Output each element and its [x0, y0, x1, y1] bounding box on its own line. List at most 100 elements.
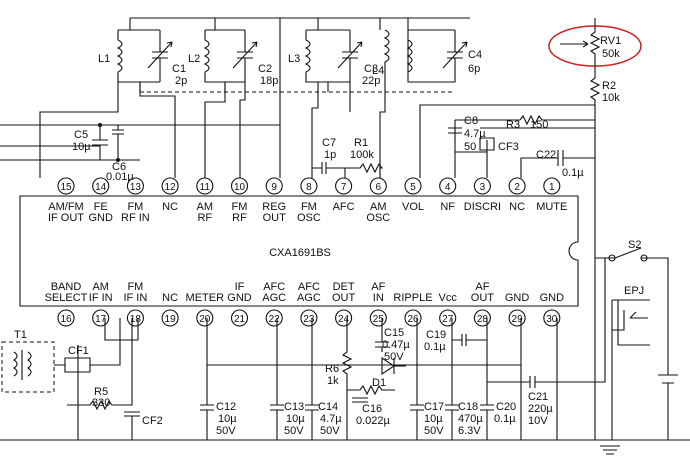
r1-label: R1	[354, 137, 368, 149]
pin-label: AM	[370, 201, 387, 213]
c5-c6-network: C5 10µ C6 0.01µ	[0, 123, 280, 183]
epj-label: EPJ	[624, 285, 644, 297]
c14-value: 4.7µ	[320, 413, 342, 425]
pin-label: AM	[197, 201, 214, 213]
pin-label: NC	[509, 201, 525, 213]
c3-value: 22p	[362, 75, 380, 87]
pin-label: DISCRI	[464, 201, 501, 213]
c21-label: C21	[528, 391, 548, 403]
pin-number: 4	[445, 182, 451, 193]
rv1-r2-network: RV1 50k R2 10k	[419, 18, 642, 440]
pin-27: 27 Vcc	[439, 292, 458, 327]
pin-label: OSC	[297, 212, 321, 224]
c2-label: C2	[258, 63, 272, 75]
pin-circle	[126, 177, 144, 195]
r5-label: R5	[94, 386, 108, 398]
c5-value: 10µ	[72, 141, 91, 153]
ground-symbol	[600, 445, 620, 455]
pin-number: 14	[95, 182, 107, 193]
pin-label: OSC	[366, 212, 390, 224]
pin-circle	[161, 177, 179, 195]
pin-label: NC	[162, 201, 178, 213]
pin-label: GND	[227, 292, 252, 304]
c3-label: C3	[364, 63, 378, 75]
pin-number: 23	[303, 314, 315, 325]
c21-voltage: 10V	[528, 415, 548, 427]
pin-circle	[473, 177, 491, 195]
pin-label: VOL	[402, 201, 424, 213]
pin-label: AF	[371, 281, 385, 293]
r2-value: 10k	[602, 92, 620, 104]
pin-label: NC	[162, 292, 178, 304]
pin-label: IF IN	[123, 292, 147, 304]
c16-label: C16	[362, 403, 382, 415]
pin-number: 16	[60, 314, 72, 325]
pin-circle	[404, 177, 422, 195]
c8-value: 4.7µ	[464, 128, 486, 140]
c20-value: 0.1µ	[494, 413, 516, 425]
pin-circle	[404, 309, 422, 327]
pin-number: 27	[442, 314, 454, 325]
pin-2: 2NC	[508, 177, 526, 213]
c8-label: C8	[464, 115, 478, 127]
pin-label: AGC	[297, 292, 321, 304]
pin-label: IF OUT	[48, 212, 84, 224]
pin-circle	[126, 309, 144, 327]
c17-value: 10µ	[424, 413, 443, 425]
pin-number: 28	[477, 314, 489, 325]
pin-number: 30	[546, 314, 558, 325]
pin-number: 9	[271, 182, 277, 193]
pin-number: 11	[200, 182, 211, 193]
pin-number: 13	[130, 182, 142, 193]
pin-circle	[300, 177, 318, 195]
pin-label: AGC	[262, 292, 286, 304]
pin-number: 6	[376, 182, 382, 193]
s2-epj-battery: S2 EPJ	[595, 239, 678, 440]
c18-voltage: 6.3V	[458, 425, 481, 437]
c13-voltage: 50V	[284, 425, 304, 437]
cf2-label: CF2	[142, 415, 163, 427]
c13-value: 10µ	[286, 413, 305, 425]
pin-number: 24	[338, 314, 350, 325]
c21-value: 220µ	[528, 403, 553, 415]
ic-cxa1691bs: CXA1691BS	[19, 195, 579, 307]
pin-circle	[439, 177, 457, 195]
pin-label: Vcc	[439, 292, 458, 304]
c16-value: 0.022µ	[356, 415, 391, 427]
c20-label: C20	[496, 401, 516, 413]
pin-circle	[57, 309, 75, 327]
pin-circle	[508, 309, 526, 327]
rv1-label: RV1	[600, 35, 621, 47]
pin-circle	[543, 177, 561, 195]
pin-circle	[335, 309, 353, 327]
pin-circle	[92, 177, 110, 195]
pin-label: OUT	[332, 292, 356, 304]
c8-voltage: 50	[464, 141, 476, 153]
pin-label: RIPPLE	[393, 292, 432, 304]
c4-value: 6p	[468, 63, 480, 75]
pin-label: FE	[94, 201, 108, 213]
pin-label: REG	[262, 201, 286, 213]
c14-label: C14	[318, 401, 338, 413]
pin-circle	[230, 309, 249, 327]
c4-label: C4	[468, 49, 482, 61]
pin-label: AFC	[333, 201, 355, 213]
pin-label: RF	[232, 212, 247, 224]
c6-value: 0.01µ	[106, 171, 134, 183]
r6-label: R6	[325, 363, 339, 375]
l2-c2-tank: L2 C2 18p	[188, 18, 278, 92]
l3-c3-tank: L3 C3 22p	[288, 18, 380, 92]
